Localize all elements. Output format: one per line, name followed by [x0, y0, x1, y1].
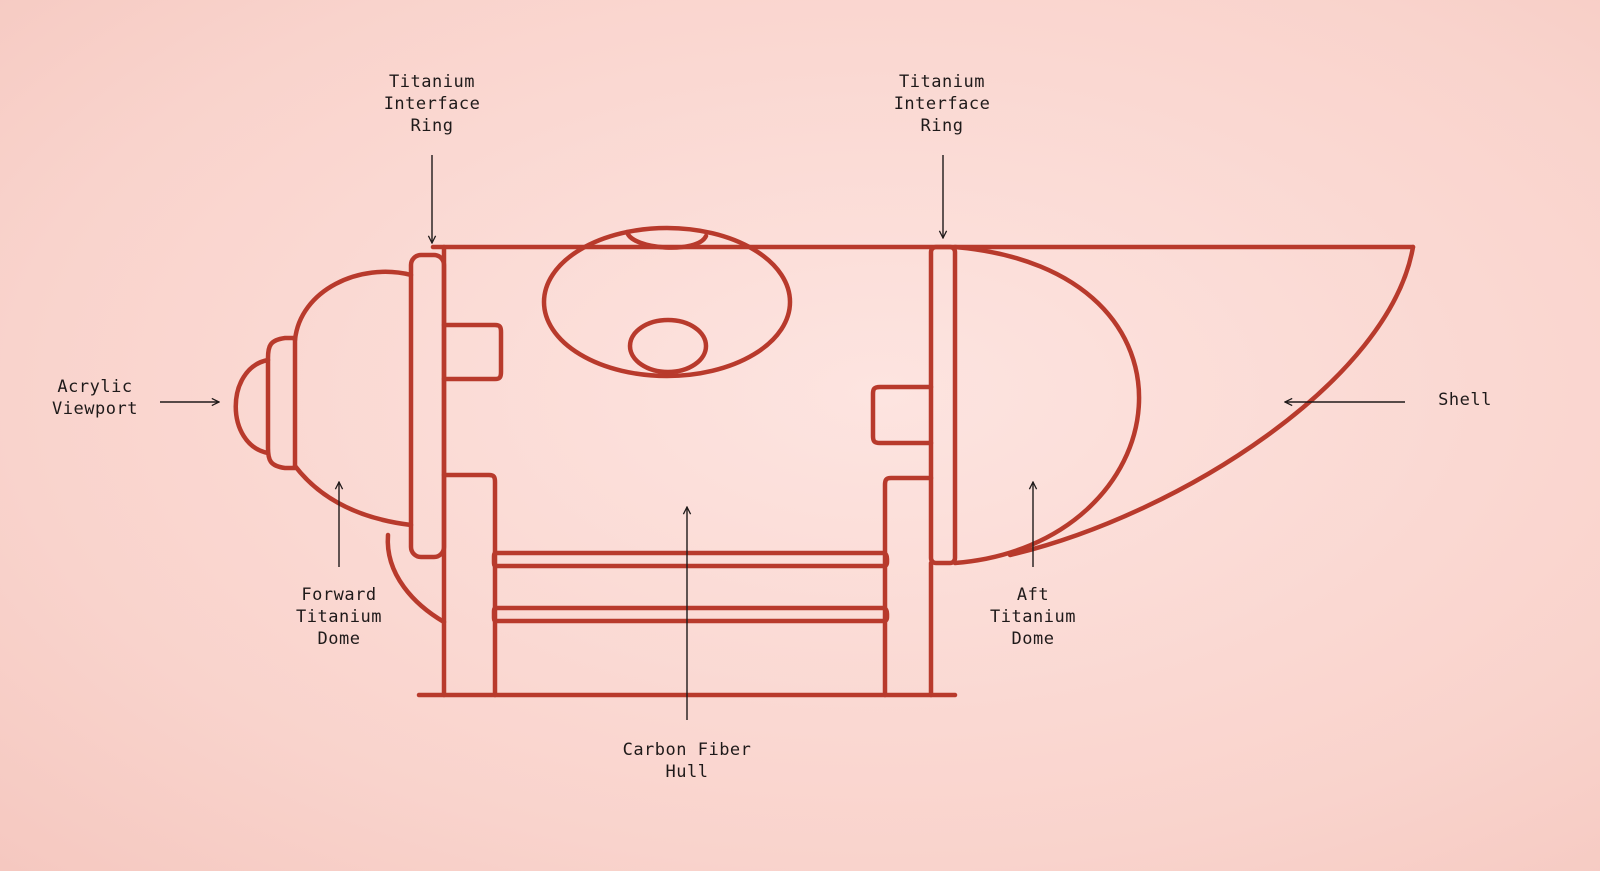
- label-titanium-ring-aft: Titanium Interface Ring: [893, 72, 991, 136]
- forward-dome-lower: [292, 463, 414, 528]
- forward-fairing: [385, 532, 447, 625]
- hatch-top-window: [624, 229, 709, 250]
- shell-curve: [1007, 244, 1416, 558]
- aft-interface-ring: [928, 244, 958, 566]
- label-shell: Shell: [1438, 390, 1492, 410]
- hatch-window: [627, 317, 709, 375]
- submersible-outline: [233, 225, 1416, 698]
- skid-rail-lower: [491, 605, 890, 624]
- forward-lower-lug: [441, 472, 498, 698]
- label-carbon-fiber-hull: Carbon Fiber Hull: [622, 740, 752, 782]
- forward-interface-ring: [408, 252, 447, 560]
- viewport-collar: [265, 335, 298, 471]
- label-acrylic-viewport: Acrylic Viewport: [52, 377, 138, 419]
- top-hatch: [541, 225, 793, 379]
- aft-lower-lug: [882, 475, 934, 698]
- aft-upper-lug: [870, 384, 934, 446]
- label-forward-titanium-dome: Forward Titanium Dome: [296, 585, 382, 649]
- aft-dome: [952, 244, 1142, 566]
- forward-dome: [292, 269, 414, 343]
- skid-rail-upper: [491, 550, 890, 569]
- label-titanium-ring-forward: Titanium Interface Ring: [383, 72, 481, 136]
- label-aft-titanium-dome: Aft Titanium Dome: [990, 585, 1076, 649]
- acrylic-viewport: [233, 357, 271, 456]
- leader-lines: [160, 155, 1405, 720]
- forward-upper-lug: [441, 322, 504, 382]
